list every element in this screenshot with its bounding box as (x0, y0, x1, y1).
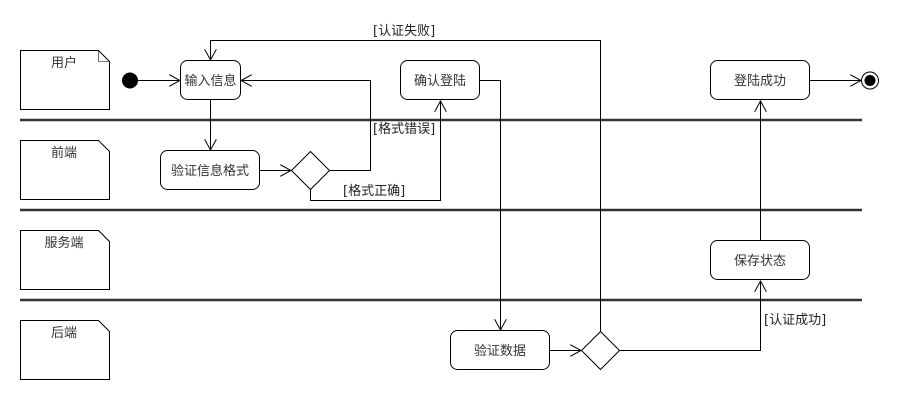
action-confirm-login: 确认登陆 (400, 60, 480, 100)
edge-confirm-to-verify (480, 80, 501, 331)
action-label: 验证信息格式 (171, 163, 249, 179)
guard-auth-success: [认证成功] (764, 313, 826, 328)
action-validate-format: 验证信息格式 (160, 150, 260, 190)
initial-node (122, 72, 138, 89)
action-label: 确认登陆 (414, 73, 466, 89)
lane-note-frontend: 前端 (20, 140, 110, 200)
decision-auth (580, 330, 621, 371)
action-save-state: 保存状态 (710, 240, 810, 280)
action-label: 输入信息 (184, 73, 236, 89)
lane-note-service: 服务端 (20, 230, 110, 290)
edge-auth-success (619, 281, 761, 351)
final-node (861, 71, 879, 90)
guard-format-error: [格式错误] (373, 121, 435, 137)
lane-label: 后端 (51, 326, 77, 341)
action-input-info: 输入信息 (180, 60, 241, 100)
edge-format-ok (310, 101, 441, 201)
action-login-success: 登陆成功 (710, 60, 810, 100)
lane-label: 前端 (51, 145, 77, 161)
action-label: 登陆成功 (734, 73, 786, 89)
lane-label: 服务端 (44, 235, 83, 251)
decision-format (290, 150, 331, 191)
lane-note-backend: 后端 (20, 320, 110, 380)
edge-auth-failed (211, 40, 601, 331)
guard-format-ok: [格式正确] (343, 183, 405, 199)
lane-note-user: 用户 (20, 50, 110, 110)
action-label: 保存状态 (734, 254, 786, 269)
lane-label: 用户 (51, 55, 77, 71)
edges (138, 40, 861, 351)
action-verify-data: 验证数据 (450, 330, 550, 370)
action-label: 验证数据 (474, 343, 526, 359)
guard-auth-failed: [认证失败] (373, 24, 435, 39)
edge-format-error (241, 81, 371, 171)
